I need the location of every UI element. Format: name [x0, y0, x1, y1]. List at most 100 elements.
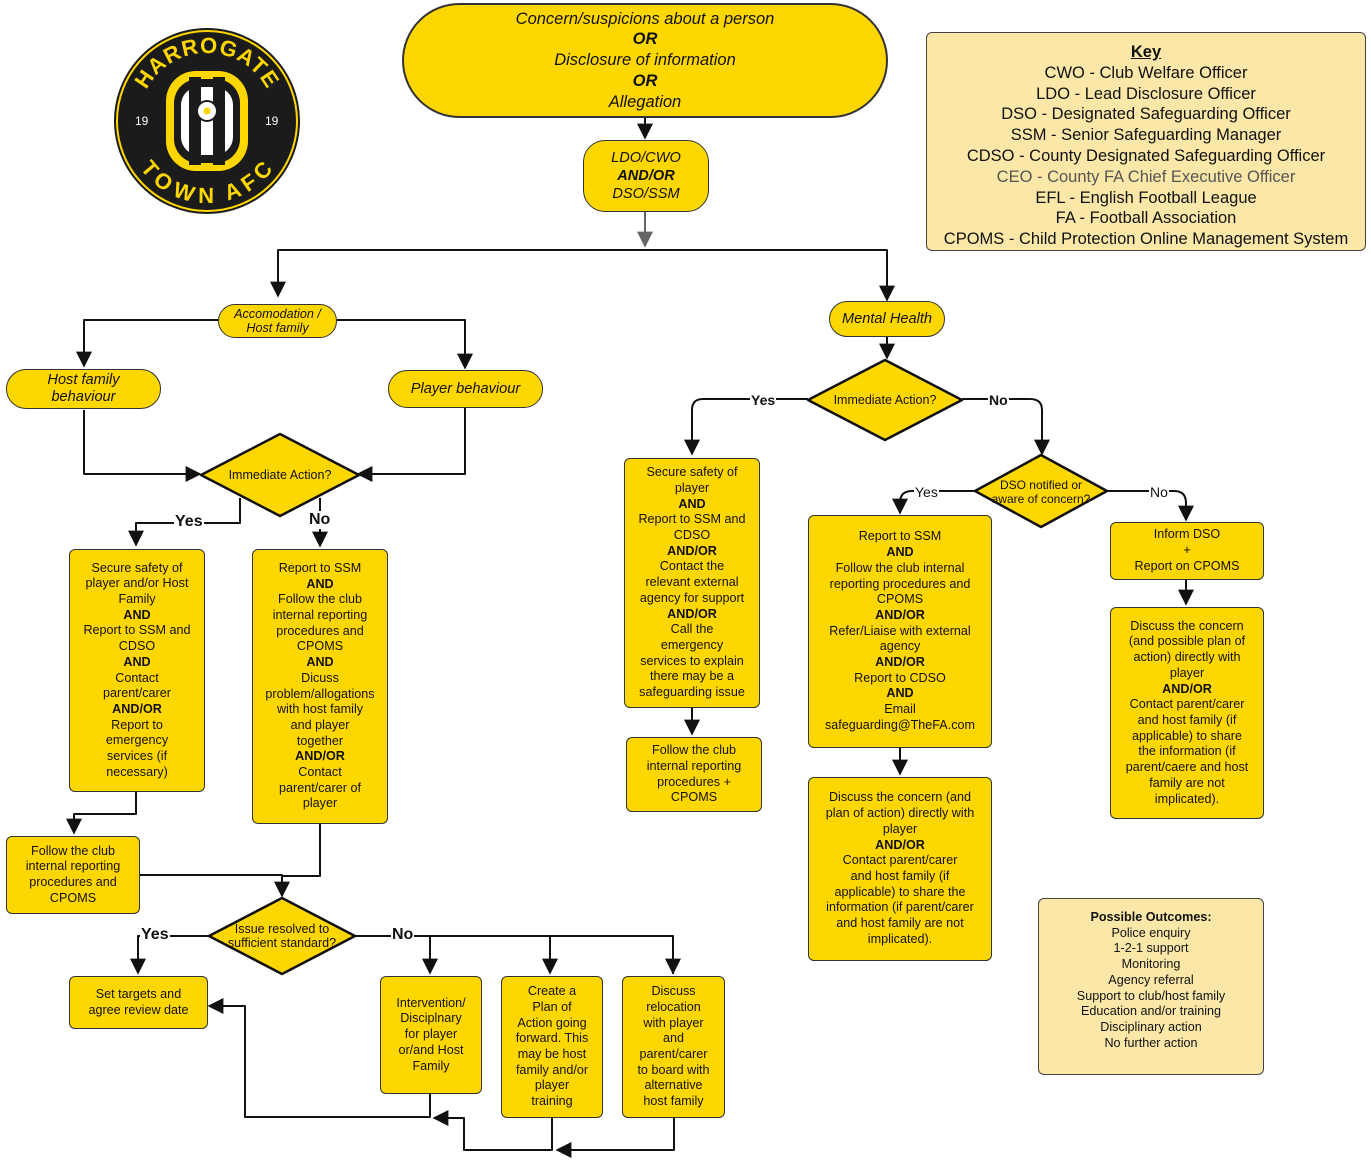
box-line: Call the	[670, 622, 714, 637]
relocation-box: Discuss relocation with player and paren…	[622, 976, 725, 1118]
issue-no-label: No	[391, 926, 415, 944]
outcomes-title: Possible Outcomes:	[1090, 910, 1212, 924]
box-line: Action going	[517, 1015, 587, 1030]
box-line: Refer/Liaise with external	[829, 623, 971, 638]
targets-box: Set targets and agree review date	[69, 976, 208, 1029]
box-line: services (if	[106, 749, 168, 764]
connector-no-issue	[282, 824, 321, 877]
box-line: AND	[123, 654, 151, 669]
box-line: AND	[123, 607, 151, 622]
mh-no-label: No	[988, 391, 1009, 409]
box-line: AND/OR	[667, 606, 717, 621]
box-line: AND/OR	[295, 749, 345, 764]
immediate-action-left-label: Immediate Action?	[228, 468, 332, 482]
box-line: Contact parent/carer	[1129, 697, 1245, 712]
host-family-line-2: behaviour	[51, 389, 116, 405]
possible-outcomes-panel: Possible Outcomes: Police enquiry 1-2-1 …	[1038, 898, 1264, 1075]
connector-follow-issue	[140, 874, 290, 898]
issue-line-2: sufficient standard?	[227, 936, 337, 950]
box-line: parent/carer	[639, 1047, 708, 1061]
box-line: forward. This	[515, 1031, 589, 1046]
mh-follow-box: Follow the club internal reporting proce…	[626, 737, 762, 812]
box-line: Set targets and	[95, 986, 182, 1001]
start-line-3: Allegation	[608, 92, 682, 111]
box-line: Contact	[298, 765, 342, 780]
key-item: DSO - Designated Safeguarding Officer	[1001, 105, 1291, 124]
box-line: AND	[306, 655, 334, 670]
box-line: player	[1169, 665, 1205, 680]
box-line: implicated).	[867, 931, 933, 946]
accommodation-no-label: No	[308, 511, 332, 529]
box-line: Report to SSM and	[83, 623, 191, 638]
box-line: Email	[884, 702, 916, 717]
key-item: CDSO - County Designated Safeguarding Of…	[966, 146, 1326, 165]
box-line: applicable) to share the	[834, 884, 966, 899]
mh-yes-box: Secure safety of player AND Report to SS…	[624, 458, 760, 708]
box-line: AND/OR	[875, 655, 925, 670]
connector-accommodation-host	[76, 319, 218, 368]
box-line: problem/allogations	[265, 686, 375, 701]
club-crest-logo: HARROGATE TOWN AFC 19 19	[114, 28, 300, 214]
box-line: Plan of	[532, 999, 572, 1014]
connector-issue-yes	[130, 935, 210, 975]
accommodation-follow-box: Follow the club internal reporting proce…	[6, 836, 140, 914]
box-line: CPOMS	[296, 639, 344, 654]
dso-yes-label: Yes	[914, 483, 939, 501]
box-line: Report on CPOMS	[1134, 558, 1240, 573]
box-line: Report to CDSO	[854, 670, 946, 685]
issue-resolved-label: Issue resolved to sufficient standard?	[222, 921, 342, 951]
box-line: Disciplnary	[400, 1011, 462, 1026]
mh-report-box: Report to SSM AND Follow the club intern…	[808, 515, 992, 748]
box-line: Inform DSO	[1153, 527, 1221, 542]
box-line: player and/or Host	[85, 576, 189, 591]
accommodation-line-2: Host family	[246, 321, 309, 335]
plan-box: Create a Plan of Action going forward. T…	[501, 976, 603, 1118]
key-item: CPOMS - Child Protection Online Manageme…	[943, 230, 1349, 249]
box-line: internal reporting	[646, 758, 742, 773]
box-line: Secure safety of	[91, 560, 183, 575]
host-family-line-1: Host family	[47, 372, 120, 388]
connector-yes-follow	[66, 792, 137, 835]
box-line: and host family (if	[1137, 713, 1237, 727]
box-line: Family	[412, 1058, 450, 1073]
box-line: Dicuss	[301, 670, 339, 685]
box-line: procedures +	[657, 774, 731, 789]
outcome-item: Police enquiry	[1111, 925, 1191, 940]
mh-discuss2-box: Discuss the concern (and possible plan o…	[1110, 607, 1264, 819]
outcome-item: Monitoring	[1121, 957, 1181, 972]
logo-year-right: 19	[265, 114, 279, 128]
outcome-item: Education and/or training	[1080, 1004, 1222, 1019]
box-line: CDSO	[118, 639, 156, 654]
box-line: safeguarding@TheFA.com	[825, 717, 975, 732]
box-line: Discuss the concern (and	[828, 790, 972, 805]
connector-dso-no	[1106, 490, 1194, 522]
box-line: AND/OR	[1162, 681, 1212, 696]
box-line: (and possible plan of	[1128, 634, 1246, 649]
mental-health-node: Mental Health	[829, 301, 945, 337]
box-line: Report to SSM	[278, 560, 362, 575]
box-line: Contact parent/carer	[842, 853, 958, 868]
box-line: for player	[404, 1027, 458, 1042]
outcome-item: 1-2-1 support	[1113, 941, 1189, 956]
box-line: player	[302, 796, 338, 811]
box-line: +	[1183, 543, 1191, 558]
box-line: Follow the club internal	[835, 560, 965, 575]
mh-yes-label: Yes	[750, 391, 777, 409]
start-line-2: Disclosure of information	[554, 51, 736, 70]
box-line: the information (if	[1138, 744, 1236, 759]
box-line: player	[674, 480, 710, 495]
connector-mh-yes	[684, 398, 808, 456]
box-line: plan of action) directly with	[825, 806, 975, 821]
box-line: Create a	[527, 984, 577, 999]
box-line: AND	[886, 545, 914, 560]
dso-no-label: No	[1149, 483, 1169, 501]
box-line: Secure safety of	[646, 465, 738, 480]
player-behaviour-node: Player behaviour	[388, 370, 543, 408]
box-line: player	[882, 821, 918, 836]
box-line: agree review date	[88, 1002, 189, 1017]
accommodation-node: Accomodation / Host family	[218, 304, 337, 338]
box-line: with player	[643, 1015, 704, 1030]
dso-line-2: aware of concern?	[991, 492, 1091, 506]
box-line: AND/OR	[875, 607, 925, 622]
